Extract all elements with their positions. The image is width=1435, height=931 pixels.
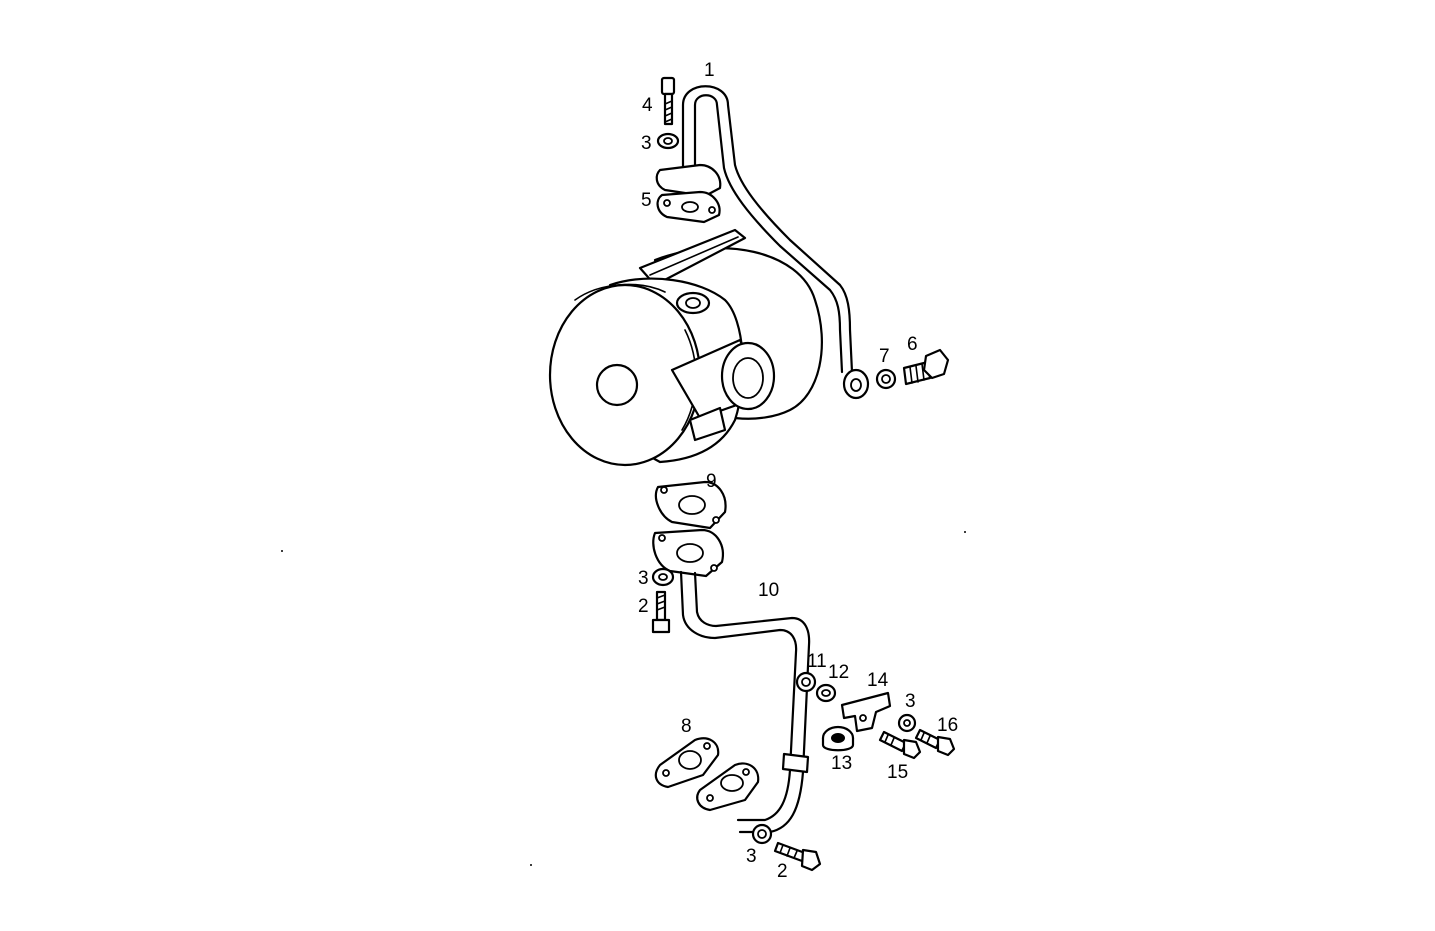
bolt-2-upper bbox=[651, 590, 671, 634]
grommet-13 bbox=[821, 725, 855, 752]
callout-16: 16 bbox=[937, 715, 958, 736]
callout-3: 3 bbox=[638, 568, 649, 589]
banjo-bolt-6 bbox=[902, 348, 950, 386]
nut-11 bbox=[795, 671, 817, 693]
callout-6: 6 bbox=[907, 334, 918, 355]
scan-specks bbox=[281, 531, 966, 866]
callout-3: 3 bbox=[746, 846, 757, 867]
washer-3-top bbox=[656, 132, 680, 150]
gasket-5 bbox=[656, 190, 721, 224]
callout-7: 7 bbox=[879, 346, 890, 367]
callout-15: 15 bbox=[887, 762, 908, 783]
bolt-16 bbox=[914, 728, 956, 757]
callout-2: 2 bbox=[638, 596, 649, 617]
callout-11: 11 bbox=[807, 651, 827, 672]
bolt-15 bbox=[878, 730, 922, 760]
callout-labels: 1 4 3 5 7 6 9 3 2 10 11 12 14 3 16 8 13 … bbox=[638, 60, 958, 882]
washer-3-mid bbox=[651, 567, 675, 587]
callout-13: 13 bbox=[831, 753, 852, 774]
callout-8: 8 bbox=[681, 716, 692, 737]
washer-3-right bbox=[897, 713, 917, 733]
callout-4: 4 bbox=[642, 95, 653, 116]
clamp-plate-14 bbox=[840, 691, 892, 733]
washer-12 bbox=[815, 683, 837, 703]
gasket-8 bbox=[654, 737, 720, 789]
bolt-4 bbox=[660, 76, 676, 126]
callout-3: 3 bbox=[905, 691, 916, 712]
washer-7 bbox=[875, 368, 897, 390]
callout-9: 9 bbox=[706, 471, 717, 492]
oil-feed-pipe-upper bbox=[655, 85, 870, 400]
bolt-2-lower bbox=[773, 841, 822, 872]
gasket-9 bbox=[654, 480, 727, 530]
oil-return-pipe-lower bbox=[652, 528, 811, 834]
turbocharger bbox=[548, 228, 823, 467]
callout-10: 10 bbox=[758, 580, 779, 601]
callout-2: 2 bbox=[777, 861, 788, 882]
callout-3: 3 bbox=[641, 133, 652, 154]
callout-14: 14 bbox=[867, 670, 889, 691]
callout-12: 12 bbox=[828, 662, 849, 683]
callout-5: 5 bbox=[641, 190, 652, 211]
callout-1: 1 bbox=[704, 60, 715, 81]
washer-3-bottom bbox=[751, 823, 773, 845]
